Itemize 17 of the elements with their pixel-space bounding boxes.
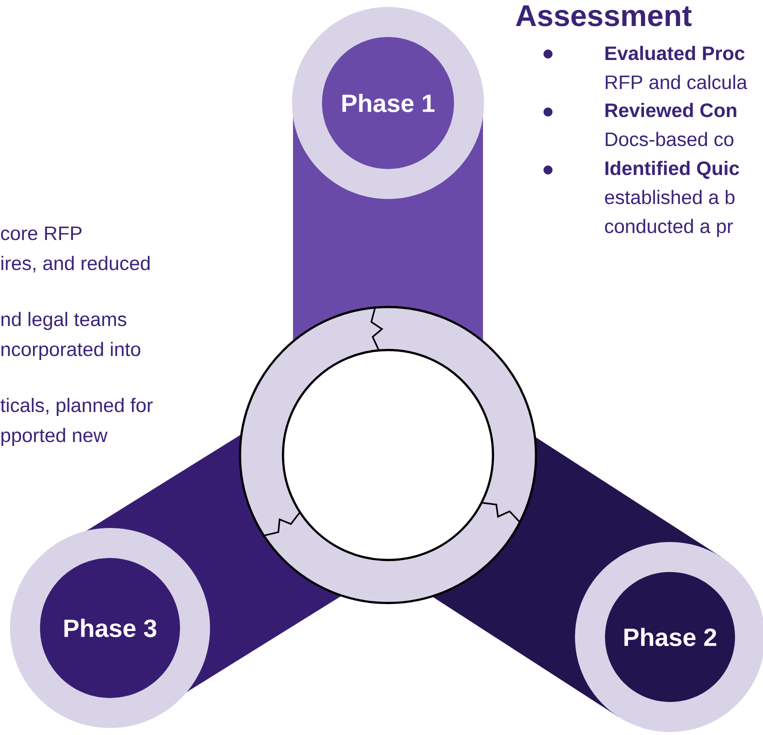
text-line: core RFP — [1, 226, 82, 240]
text-line: Reviewed Con — [606, 102, 736, 118]
text-line: Evaluated Proc — [606, 46, 744, 60]
text-line: ncorporated into — [2, 342, 140, 360]
text-line: Identified Quic — [606, 160, 740, 179]
node-label: Phase 2 — [624, 628, 716, 646]
text-line: pported new — [1, 428, 108, 446]
text-line: nd legal teams — [2, 312, 126, 330]
node-label: Phase 1 — [342, 94, 435, 112]
text-line: Docs-based co — [606, 132, 734, 146]
text-line: established a b — [605, 190, 735, 204]
text-line: conducted a pr — [605, 218, 733, 238]
heading: Assessment — [516, 5, 692, 26]
node-label: Phase 3 — [64, 618, 156, 638]
text-line: ires, and reduced — [2, 256, 150, 272]
text-line: RFP and calcula — [606, 74, 748, 90]
text-line: ticals, planned for — [0, 398, 153, 416]
